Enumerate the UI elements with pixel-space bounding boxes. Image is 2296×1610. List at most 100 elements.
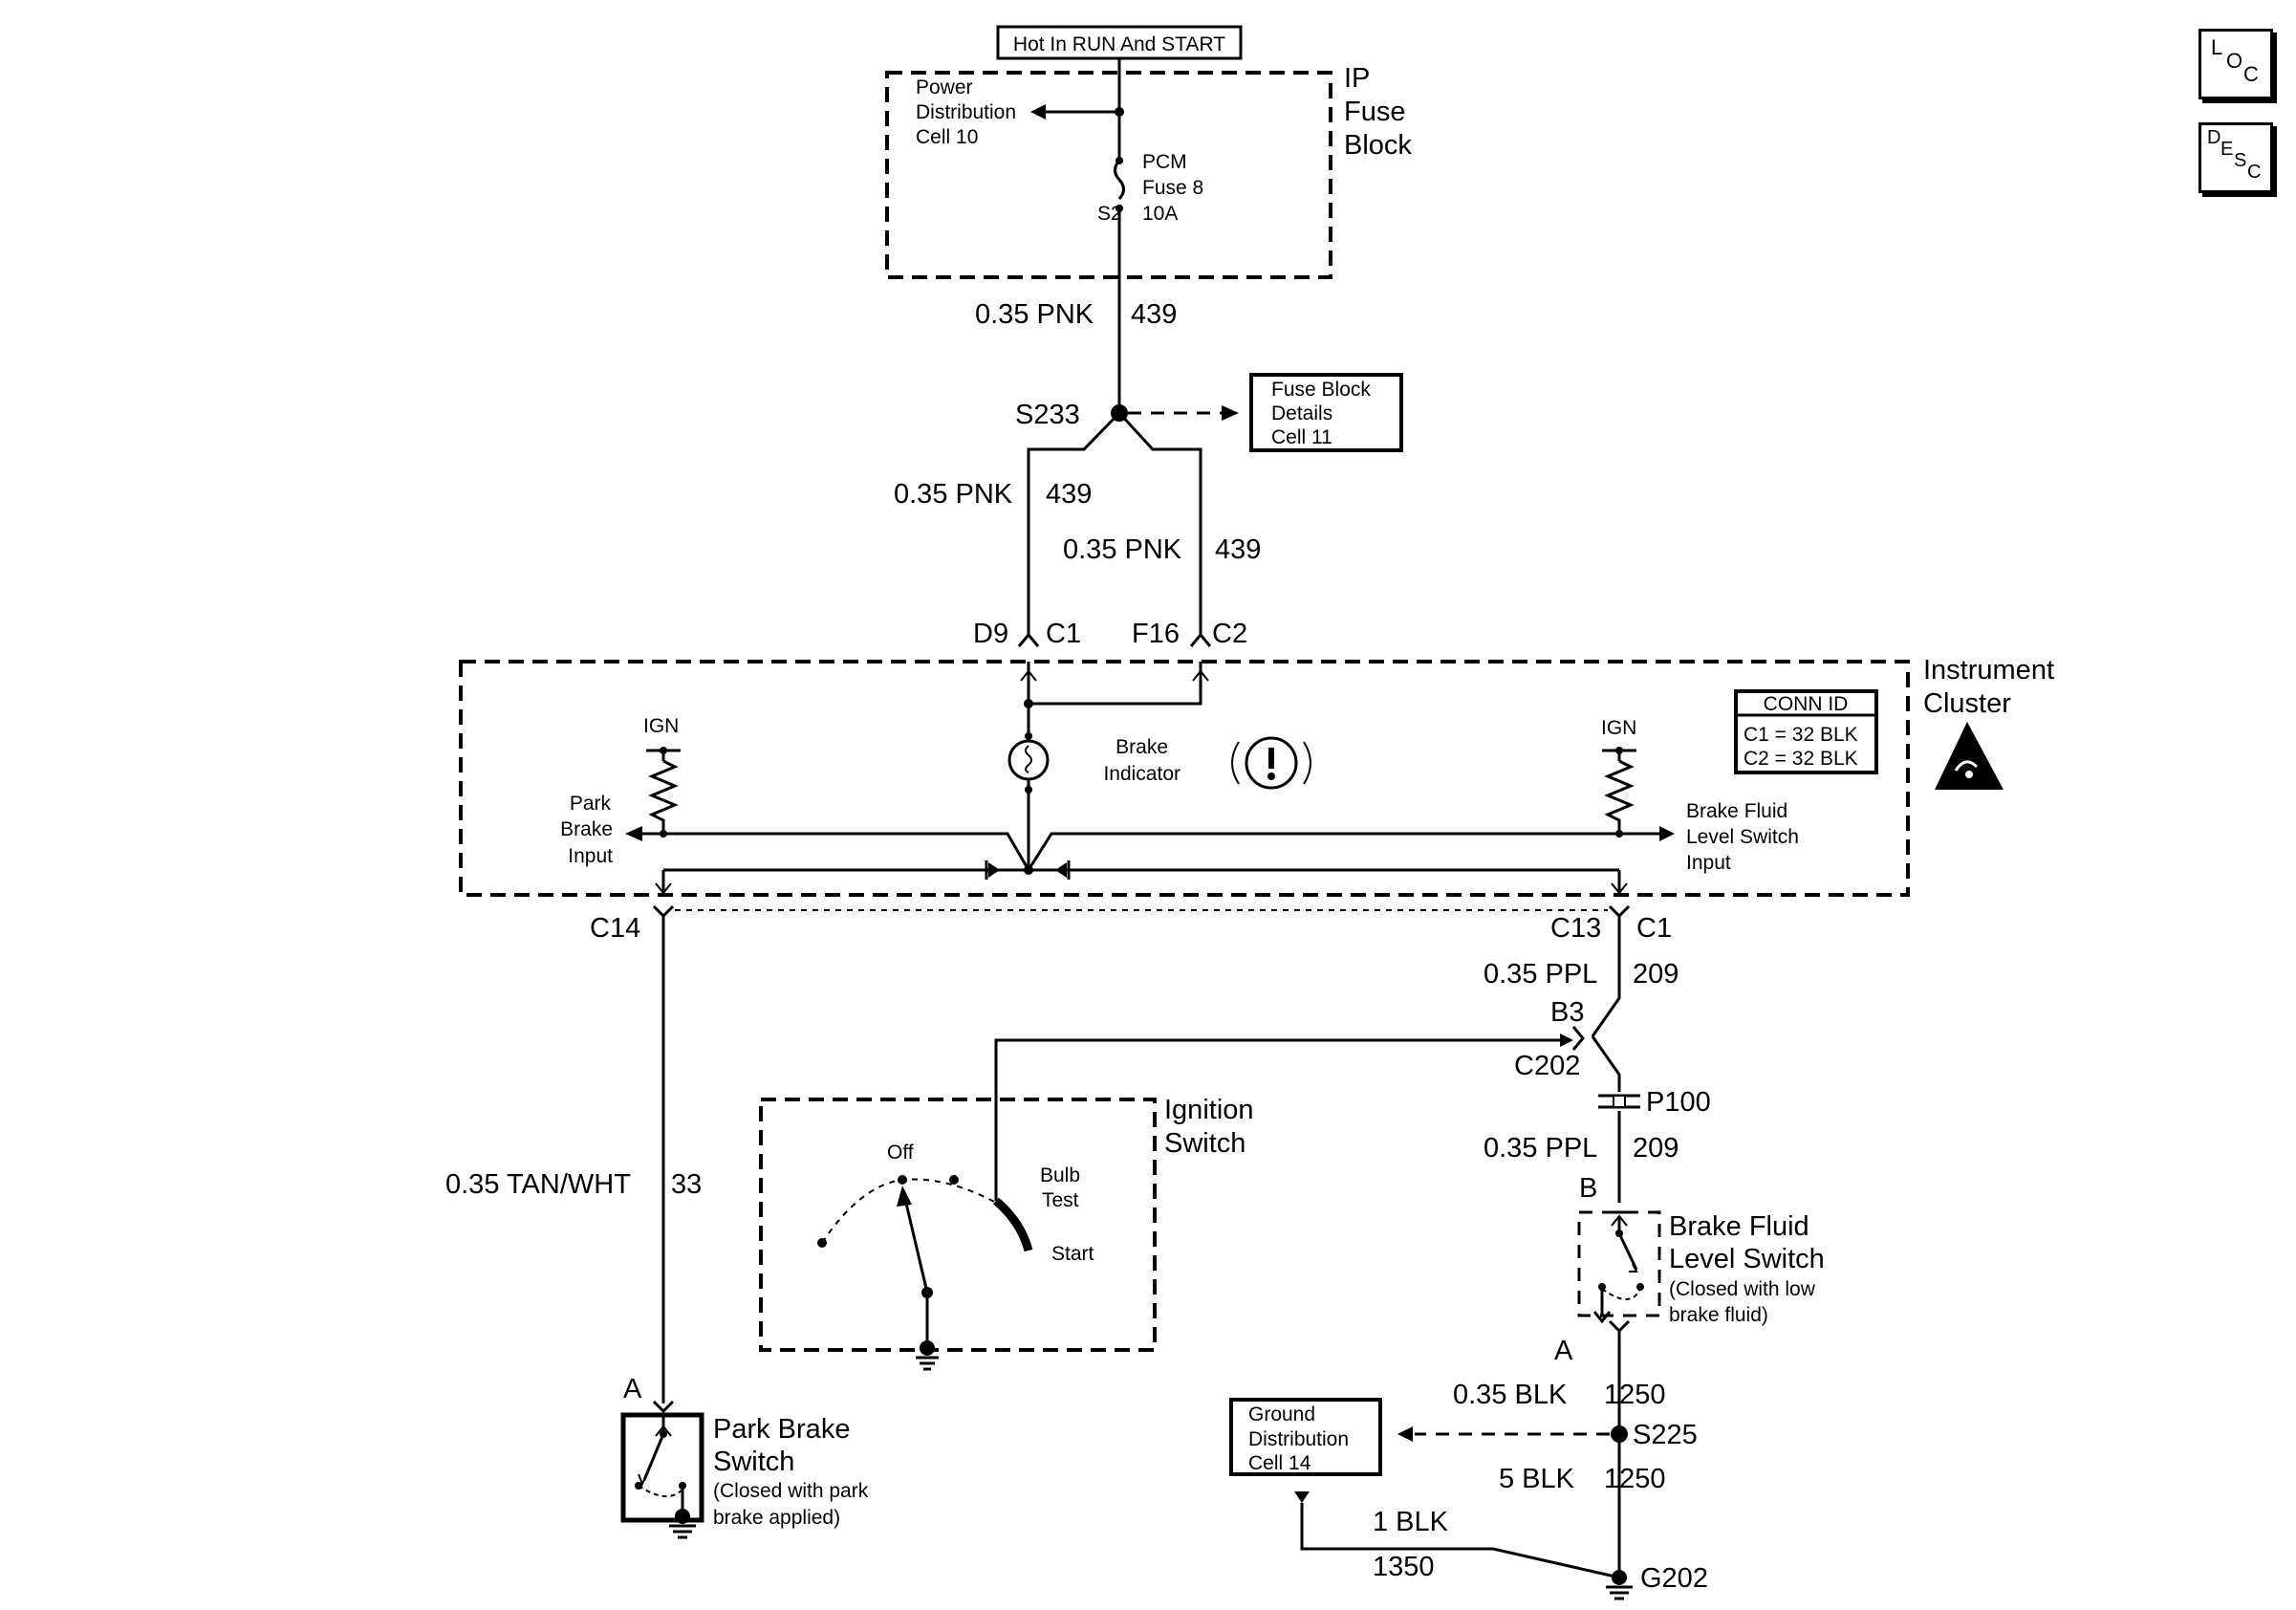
hot-label-box: Hot In RUN And START [996,25,1243,60]
svg-text:Block: Block [1344,130,1412,161]
svg-text:D9: D9 [973,619,1008,649]
svg-text:Switch: Switch [1164,1128,1245,1159]
fuse-icon [1114,159,1125,201]
svg-text:C2 = 32 BLK: C2 = 32 BLK [1744,748,1858,770]
arrow-left-icon [1030,104,1046,120]
svg-text:439: 439 [1215,534,1261,565]
resistor-right-icon [1604,759,1635,834]
svg-text:C14: C14 [590,913,640,944]
svg-text:CONN ID: CONN ID [1764,693,1849,715]
svg-text:Ground: Ground [1248,1403,1315,1425]
hot-label: Hot In RUN And START [1013,33,1225,55]
svg-text:Level Switch: Level Switch [1669,1244,1825,1274]
svg-text:C1: C1 [1636,913,1672,944]
svg-text:Fuse: Fuse [1344,97,1405,127]
svg-text:F16: F16 [1132,619,1180,649]
svg-text:B3: B3 [1550,997,1584,1028]
svg-text:A: A [1554,1336,1573,1366]
arrow-right-icon [1222,405,1239,421]
esd-warning-icon [1935,722,2004,790]
svg-text:1250: 1250 [1604,1464,1666,1494]
svg-text:(Closed with park: (Closed with park [713,1480,869,1502]
fuse-block-details-box: Fuse Block Details Cell 11 [1249,373,1403,452]
svg-text:Details: Details [1271,402,1332,424]
ground-g202-icon [1606,1570,1633,1600]
svg-text:Start: Start [1051,1243,1094,1265]
brake-warning-icon [1231,736,1311,790]
arrow-left-icon-2 [1397,1426,1413,1442]
svg-text:0.35 PNK: 0.35 PNK [894,479,1013,510]
svg-text:Cell 11: Cell 11 [1271,426,1332,448]
desc-icon[interactable]: D E S C [2199,122,2273,193]
svg-text:C1 = 32 BLK: C1 = 32 BLK [1744,724,1858,746]
svg-text:Test: Test [1042,1189,1079,1211]
loc-icon[interactable]: L O C [2199,29,2273,99]
diode-right-icon [1055,862,1067,878]
svg-text:brake fluid): brake fluid) [1669,1304,1768,1326]
svg-text:IGN: IGN [1601,717,1636,739]
svg-text:0.35 PPL: 0.35 PPL [1484,1133,1597,1164]
svg-text:S225: S225 [1633,1420,1698,1450]
svg-text:1 BLK: 1 BLK [1373,1507,1449,1537]
svg-text:10A: 10A [1142,203,1178,225]
svg-text:1250: 1250 [1604,1380,1666,1410]
svg-text:0.35 PNK: 0.35 PNK [975,299,1094,330]
svg-text:P100: P100 [1646,1087,1711,1118]
svg-text:Switch: Switch [713,1447,794,1477]
svg-text:Brake Fluid: Brake Fluid [1669,1211,1809,1242]
svg-text:B: B [1579,1173,1597,1204]
svg-text:Brake Fluid: Brake Fluid [1686,800,1787,822]
svg-text:0.35 PPL: 0.35 PPL [1484,959,1597,990]
svg-text:Bulb: Bulb [1040,1164,1080,1186]
svg-text:brake applied): brake applied) [713,1507,840,1529]
svg-text:Fuse Block: Fuse Block [1271,379,1371,401]
svg-text:G202: G202 [1640,1563,1708,1594]
ground-distribution-box: Ground Distribution Cell 14 [1229,1398,1382,1476]
resistor-left-icon [648,759,679,834]
svg-text:0.35 PNK: 0.35 PNK [1063,534,1182,565]
svg-text:C1: C1 [1046,619,1081,649]
svg-text:Park Brake: Park Brake [713,1414,850,1445]
svg-text:Level Switch: Level Switch [1686,826,1799,848]
ignition-switch: Ignition Switch Off Bulb Test Start [759,1095,1254,1371]
svg-text:Instrument: Instrument [1923,655,2054,685]
park-brake-switch [620,1412,704,1539]
svg-text:S233: S233 [1015,400,1080,430]
svg-text:Ignition: Ignition [1164,1095,1254,1125]
svg-text:Indicator: Indicator [1103,763,1180,785]
svg-text:1350: 1350 [1373,1552,1435,1582]
svg-text:Cell 10: Cell 10 [916,126,978,148]
svg-text:C13: C13 [1550,913,1601,944]
svg-text:0.35 TAN/WHT: 0.35 TAN/WHT [445,1169,631,1200]
svg-text:Cluster: Cluster [1923,688,2011,719]
svg-text:(Closed with low: (Closed with low [1669,1278,1816,1300]
svg-text:PCM: PCM [1142,151,1187,173]
svg-text:5 BLK: 5 BLK [1499,1464,1575,1494]
svg-text:Input: Input [1686,852,1731,874]
svg-text:439: 439 [1046,479,1092,510]
svg-text:209: 209 [1633,1133,1679,1164]
svg-text:Cell 14: Cell 14 [1248,1452,1311,1474]
ip-fuse-block: IP Fuse Block Power Distribution Cell 10… [885,63,1412,279]
svg-text:IP: IP [1344,63,1370,94]
svg-text:Park: Park [570,793,612,815]
conn-id-box: CONN ID C1 = 32 BLK C2 = 32 BLK [1734,689,1878,774]
bulb-icon [1007,739,1050,781]
svg-text:Distribution: Distribution [916,101,1016,123]
svg-text:0.35 BLK: 0.35 BLK [1453,1380,1568,1410]
svg-text:Input: Input [568,845,613,867]
svg-text:Brake: Brake [560,818,613,840]
brake-fluid-level-switch [1577,1210,1661,1324]
svg-text:IGN: IGN [643,715,679,737]
svg-text:33: 33 [671,1169,702,1200]
svg-text:439: 439 [1131,299,1177,330]
svg-text:Distribution: Distribution [1248,1428,1349,1450]
svg-text:A: A [623,1374,642,1404]
diode-left-icon [988,862,1000,878]
p100-pass-through [1598,1094,1640,1109]
svg-text:Brake: Brake [1116,736,1168,758]
svg-text:Power: Power [916,76,973,98]
svg-text:C2: C2 [1212,619,1247,649]
splice-s225 [1611,1425,1628,1443]
